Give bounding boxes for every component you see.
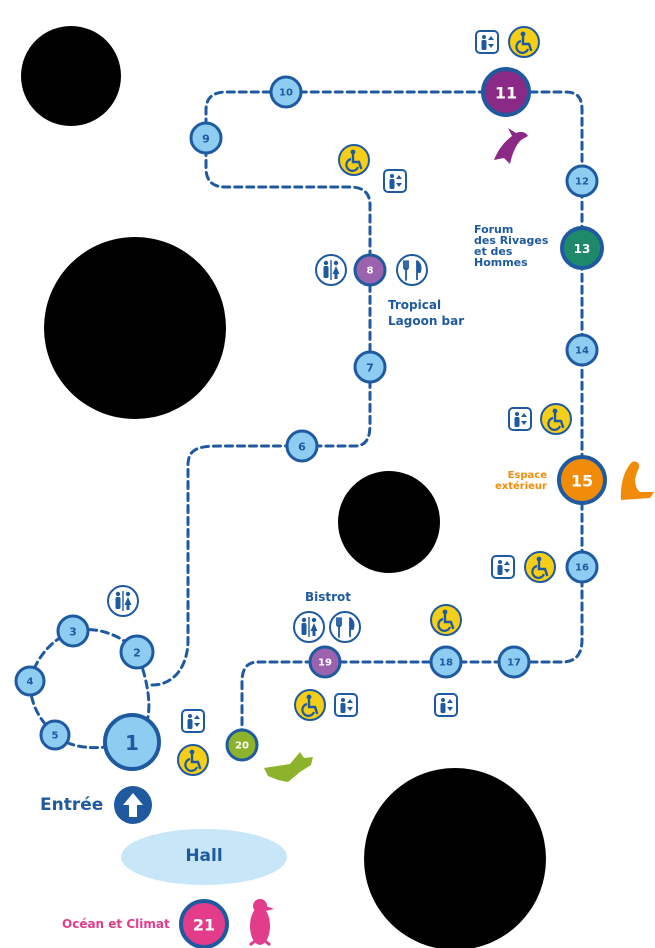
label-line: Tropical (388, 298, 442, 312)
stop-3[interactable]: 3 (56, 614, 90, 648)
stop-5[interactable]: 5 (39, 719, 71, 751)
wheelchair-icon (337, 143, 371, 177)
stop-14[interactable]: 14 (565, 333, 599, 367)
toilets-icon (107, 585, 139, 617)
stop-number: 13 (574, 242, 591, 256)
stop-number: 17 (507, 658, 521, 669)
entree-label[interactable]: Entrée (40, 795, 104, 815)
stop-number: 5 (52, 731, 59, 742)
stop-number: 21 (193, 916, 215, 935)
toilets-icon (315, 254, 347, 286)
dolphin-icon (494, 128, 528, 164)
redaction-circle (44, 237, 226, 419)
stop-number: 10 (279, 88, 293, 99)
elevator-icon (181, 709, 205, 733)
elevator-icon (475, 30, 499, 54)
stop-number: 1 (125, 731, 139, 755)
stop-number: 9 (202, 133, 210, 146)
stop-number: 14 (575, 346, 589, 357)
stop-6[interactable]: 6 (285, 429, 319, 463)
stop-2[interactable]: 2 (119, 634, 155, 670)
wheelchair-icon (539, 402, 573, 436)
bistrot-label: Bistrot (305, 590, 352, 604)
forum-label: Forum des Rivages et des Hommes (474, 224, 548, 268)
stop-16[interactable]: 16 (565, 550, 599, 584)
stop-12[interactable]: 12 (565, 164, 599, 198)
stop-number: 3 (69, 626, 77, 639)
label-line: Espace (507, 470, 547, 481)
stop-17[interactable]: 17 (497, 645, 531, 679)
stop-13[interactable]: 13 (560, 226, 604, 270)
stop-number: 19 (318, 658, 332, 669)
route-path (28, 90, 584, 750)
stop-15[interactable]: 15 (557, 455, 607, 505)
stop-21[interactable]: 21 (179, 899, 229, 948)
stop-19[interactable]: 19 (308, 645, 342, 679)
elevator-icon (383, 169, 407, 193)
arrow-up-icon[interactable] (114, 786, 152, 824)
label-line: des Rivages (474, 234, 549, 247)
label-line: Forum (474, 223, 514, 236)
stop-number: 11 (495, 84, 517, 103)
fork-knife-icon (329, 611, 361, 643)
stop-4[interactable]: 4 (14, 665, 46, 697)
stop-number: 20 (235, 741, 249, 752)
label-line: Hommes (474, 256, 528, 269)
stop-9[interactable]: 9 (189, 121, 223, 155)
wheelchair-icon (176, 743, 210, 777)
label-line: et des (474, 245, 513, 258)
wheelchair-icon (523, 550, 557, 584)
elevator-icon (434, 693, 458, 717)
stop-20[interactable]: 20 (225, 728, 259, 762)
toilets-icon (293, 611, 325, 643)
ocean-climat-label: Océan et Climat (62, 917, 170, 931)
sea-lion-icon (620, 461, 654, 500)
fork-knife-icon (396, 254, 428, 286)
stop-number: 7 (366, 362, 374, 375)
espace-exterieur-label: Espace extérieur (489, 470, 547, 492)
hall-area[interactable] (121, 829, 287, 885)
stop-10[interactable]: 10 (269, 75, 303, 109)
stop-1[interactable]: 1 (103, 713, 161, 771)
stop-number: 12 (575, 177, 589, 188)
stop-number: 15 (571, 472, 593, 491)
stop-8[interactable]: 8 (353, 253, 387, 287)
stop-18[interactable]: 18 (429, 645, 463, 679)
stop-number: 4 (27, 677, 34, 688)
hall-label: Hall (185, 846, 223, 866)
wheelchair-icon (293, 688, 327, 722)
wheelchair-icon (507, 25, 541, 59)
stop-number: 8 (367, 266, 374, 277)
stop-number: 6 (298, 441, 306, 454)
redaction-circle (21, 26, 121, 126)
tropical-lagoon-bar-label: Tropical Lagoon bar (388, 297, 464, 329)
label-line: extérieur (495, 481, 547, 492)
stop-number: 18 (439, 658, 453, 669)
elevator-icon (508, 407, 532, 431)
elevator-icon (491, 555, 515, 579)
stop-number: 16 (575, 563, 589, 574)
stop-11[interactable]: 11 (481, 67, 531, 117)
elevator-icon (334, 693, 358, 717)
wheelchair-icon (429, 603, 463, 637)
label-line: Lagoon bar (388, 314, 465, 328)
stop-7[interactable]: 7 (353, 350, 387, 384)
redaction-circle (338, 471, 440, 573)
penguin-icon (249, 899, 274, 947)
crocodile-icon (264, 752, 313, 782)
stop-number: 2 (133, 647, 141, 660)
redaction-circle (364, 768, 546, 948)
